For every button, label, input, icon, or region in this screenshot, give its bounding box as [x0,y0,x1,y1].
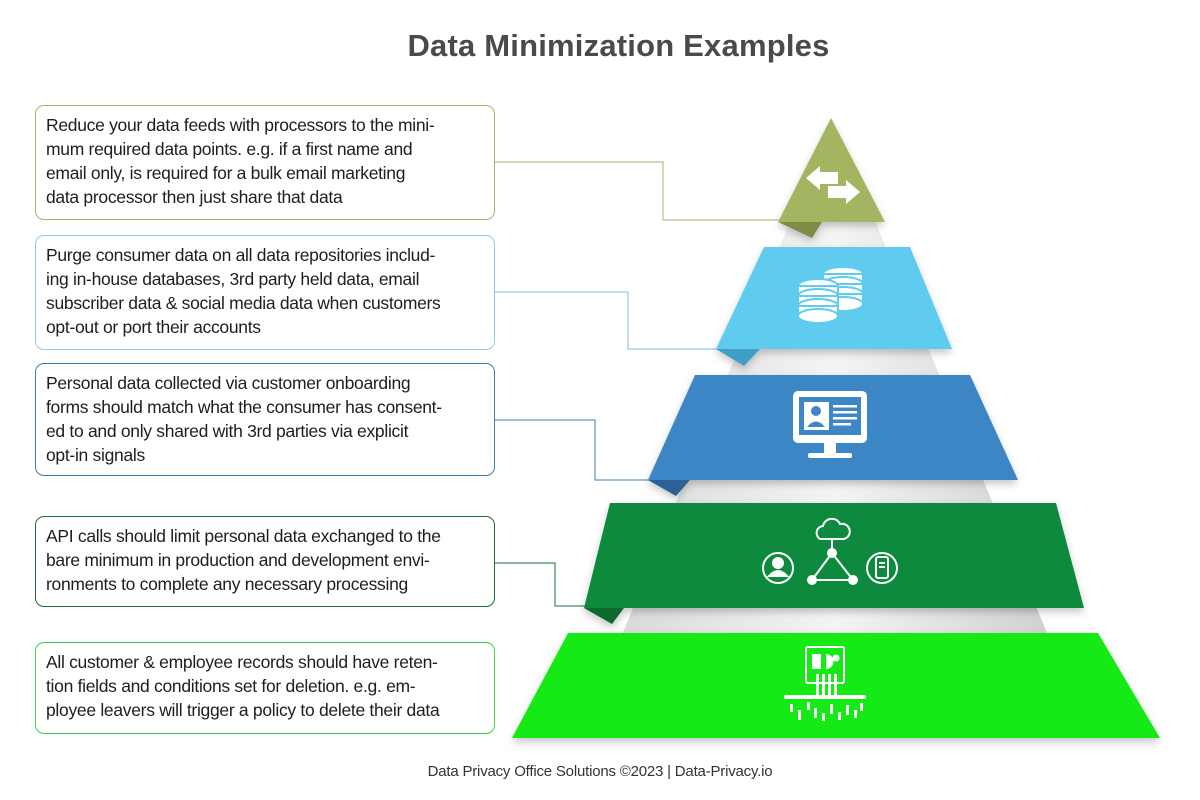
callout-box-processors: Reduce your data feeds with processors t… [35,105,495,220]
callout-box-api: API calls should limit personal data exc… [35,516,495,607]
connector-line-processors [495,161,795,221]
page-title: Data Minimization Examples [407,28,830,63]
layer-band [778,118,885,222]
callout-box-onboarding: Personal data collected via customer onb… [35,363,495,476]
callout-text-line: tion fields and conditions set for delet… [46,676,416,696]
exchange-arrows-icon [806,166,860,204]
callout-text-line: forms should match what the consumer has… [46,397,442,417]
callout-text-line: ing in-house databases, 3rd party held d… [46,269,420,289]
callout-text-line: Reduce your data feeds with processors t… [46,115,435,135]
footer-credit: Data Privacy Office Solutions ©2023 | Da… [427,763,773,780]
callout-text-line: Purge consumer data on all data reposito… [46,245,436,265]
callout-text-line: ed to and only shared with 3rd parties v… [46,421,409,441]
callout-text-line: subscriber data & social media data when… [46,293,441,313]
pyramid-layer-api [584,503,1084,624]
pyramid-layer-processors [778,118,885,238]
callout-box-repositories: Purge consumer data on all data reposito… [35,235,495,350]
callout-text-line: data processor then just share that data [46,187,343,207]
callout-text-line: opt-out or port their accounts [46,317,261,337]
layer-fold [716,349,760,366]
layer-fold [648,480,690,496]
callout-text-line: Personal data collected via customer onb… [46,373,411,393]
callout-box-retention: All customer & employee records should h… [35,642,495,734]
callout-text-line: ronments to complete any necessary proce… [46,574,408,594]
callout-text-line: bare minimum in production and developme… [46,550,430,570]
connector-lines [495,161,795,607]
callout-text-line: opt-in signals [46,445,145,465]
callout-text-line: mum required data points. e.g. if a firs… [46,139,413,159]
connector-line-onboarding [495,419,668,481]
layer-fold [584,608,624,624]
connector-line-repositories [495,291,740,350]
callout-text-line: All customer & employee records should h… [46,652,438,672]
cloud-network-icon [762,517,898,585]
monitor-profile-icon [793,391,867,458]
callout-text-line: ployee leavers will trigger a policy to … [46,700,440,720]
shredder-icon [784,646,866,721]
callout-text-line: API calls should limit personal data exc… [46,526,441,546]
layer-fold [778,222,822,238]
callout-text-line: email only, is required for a bulk email… [46,163,406,183]
database-stack-icon [797,266,864,324]
connector-line-api [495,562,600,607]
